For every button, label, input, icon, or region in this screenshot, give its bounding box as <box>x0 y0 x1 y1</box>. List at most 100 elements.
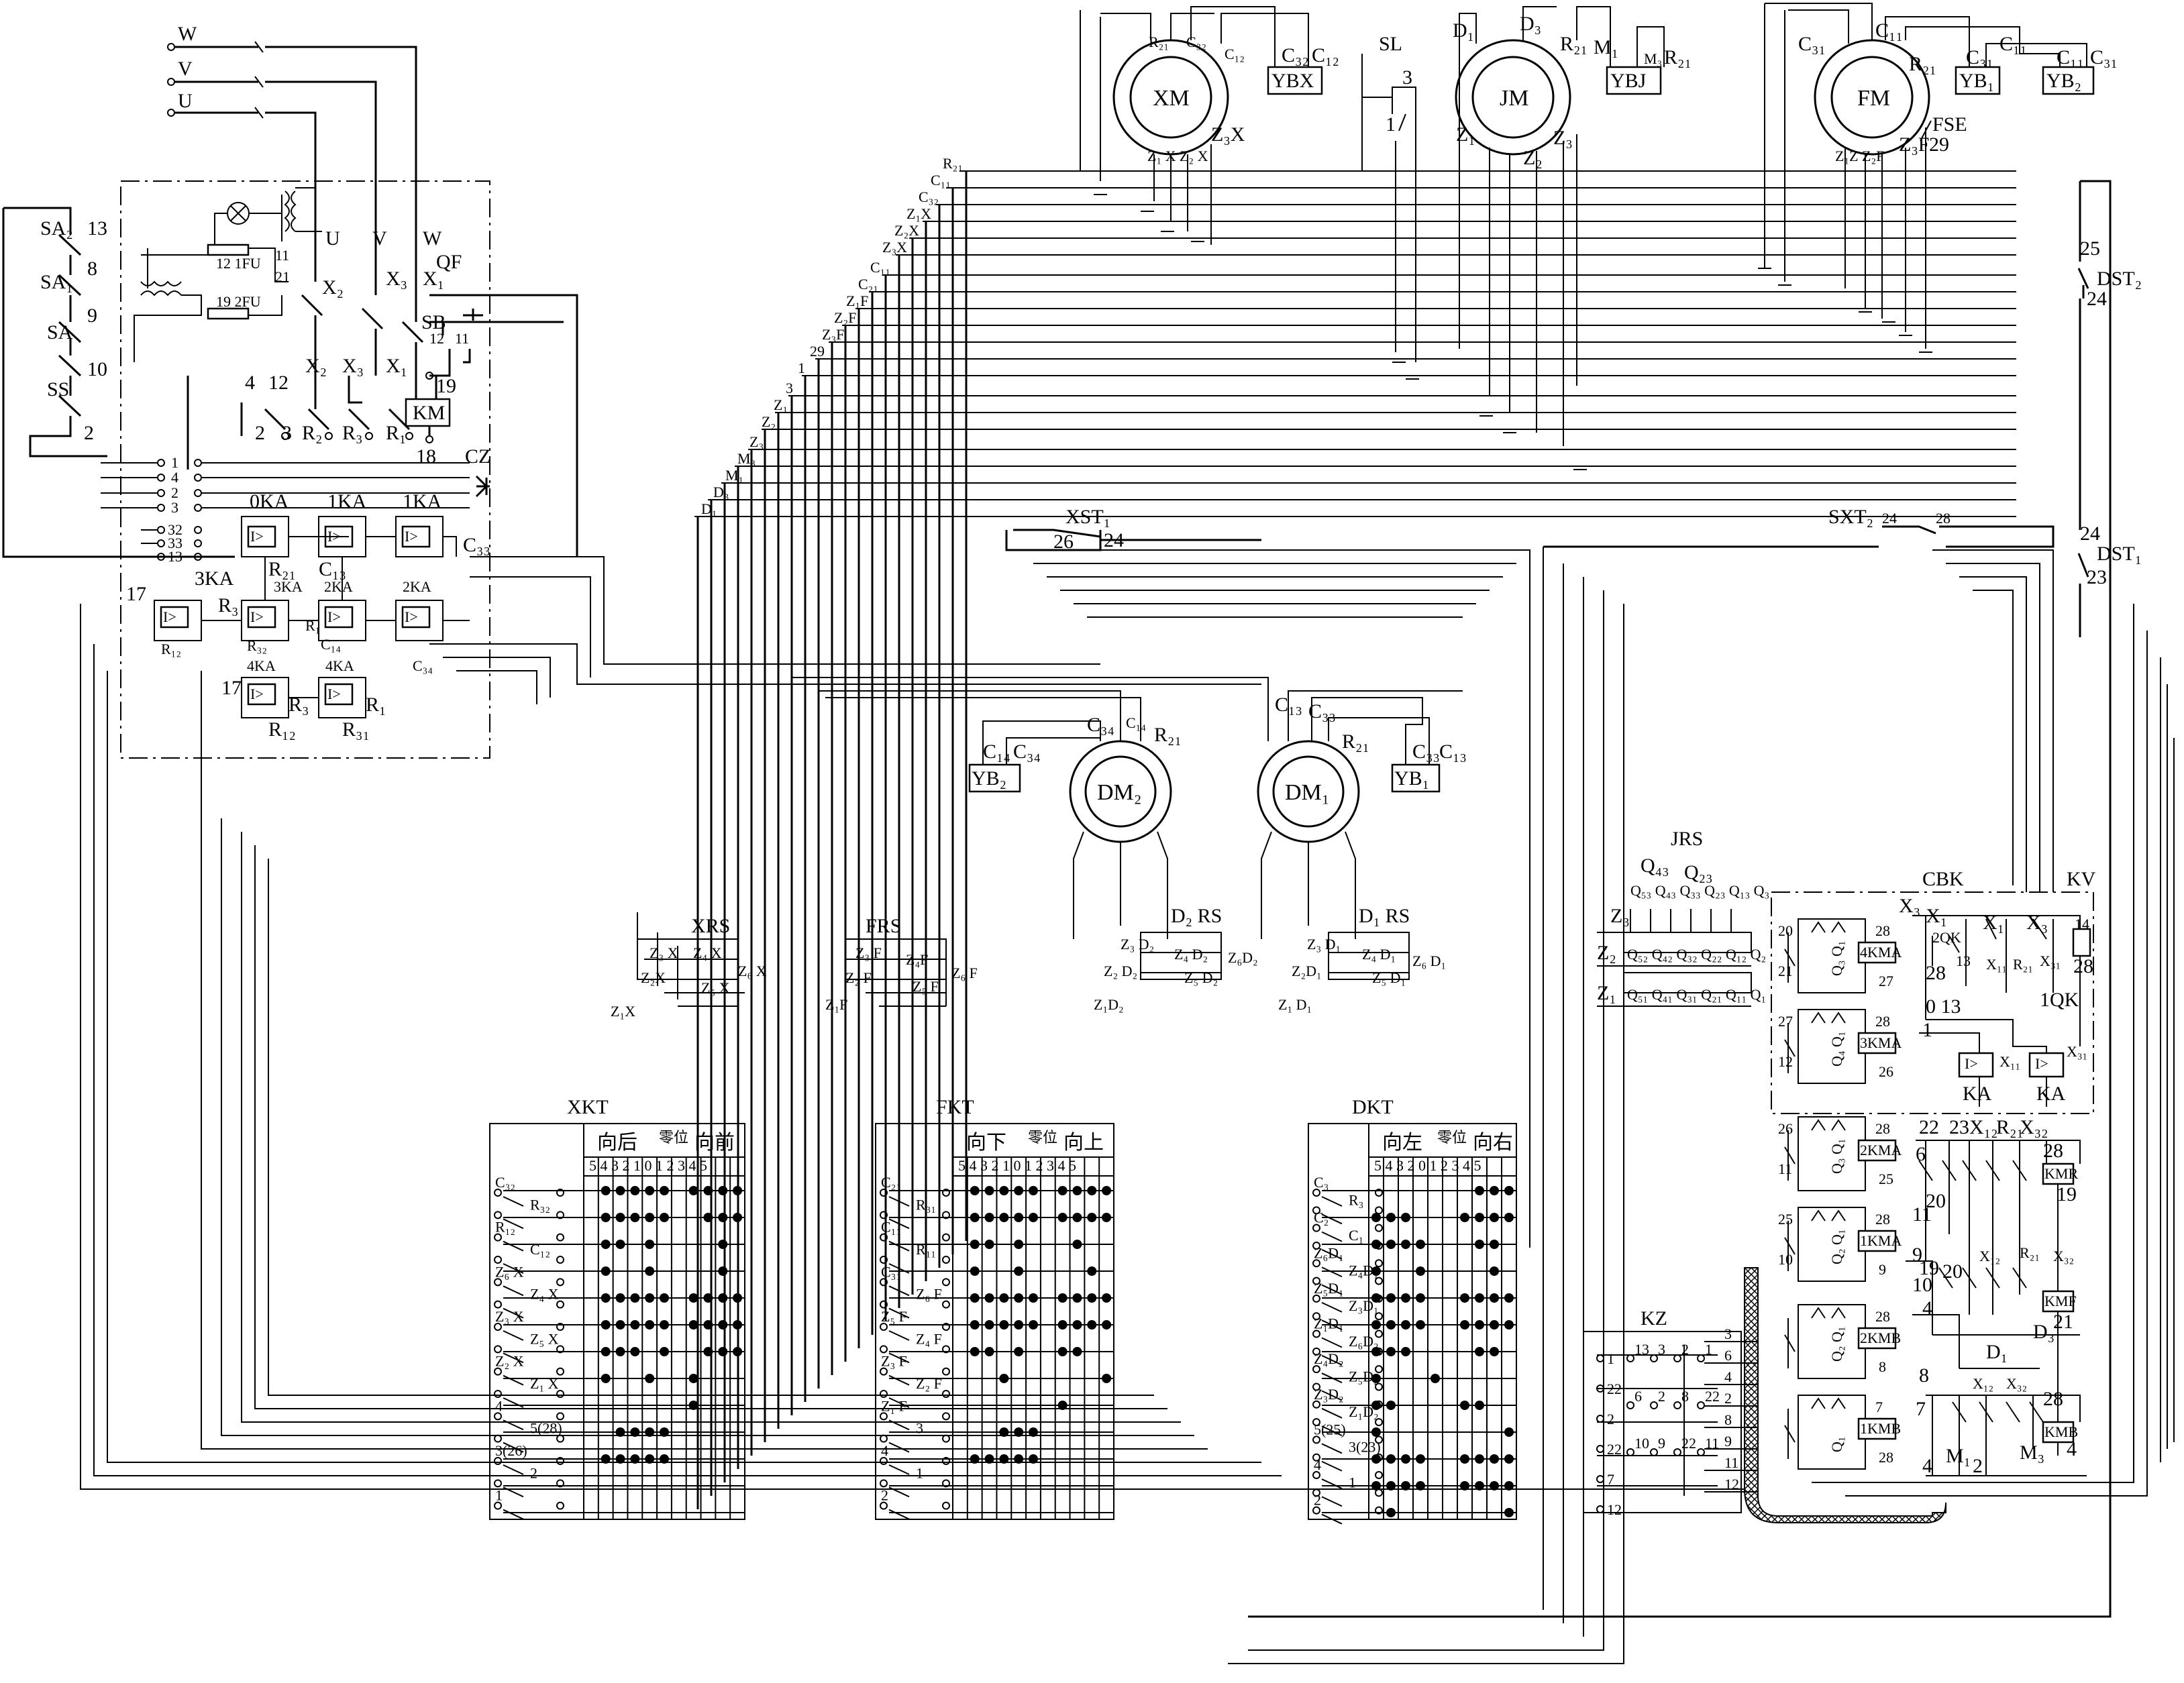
xkt-row-label-9: Z₁ X <box>530 1375 559 1392</box>
dkt-row-label-11: Z₅D₂ <box>1349 1368 1379 1385</box>
km-n19: 19 <box>436 375 456 397</box>
contactor-label-4: 2KMB <box>1860 1329 1901 1346</box>
sa1-label: SA₁ <box>40 271 73 293</box>
fm-z-labels: Z₁Z Z₂F <box>1835 148 1884 164</box>
contactor-right-bottom-4: 8 <box>1879 1358 1886 1375</box>
brake-yb2b-label: YB₂ <box>972 767 1006 790</box>
kz-right-pin-1: 6 <box>1724 1347 1732 1364</box>
bus-label-18: M₁ <box>725 467 743 484</box>
fkt-contact-dot <box>1072 1320 1082 1329</box>
fkt-zero-label: 零位 <box>1028 1129 1057 1146</box>
bus-label-1: C₁₁ <box>931 172 951 188</box>
bus-label-4: Z₂X <box>894 222 919 239</box>
dkt-row-label-0: C₃ <box>1314 1174 1329 1191</box>
ss-label: SS <box>47 378 69 400</box>
fkt-row-label-5: Z₆ F <box>916 1286 942 1303</box>
fkt-row-label-11: 3 <box>916 1420 923 1437</box>
fkt-contact-dot <box>970 1240 980 1249</box>
contactor-right-top-1: 28 <box>1875 1013 1890 1030</box>
bus-label-3: Z₁X <box>906 205 931 222</box>
xrs-title: XRS <box>691 915 730 937</box>
contactor-left-top-2: 26 <box>1778 1120 1793 1137</box>
dkt-row-label-8: Z₁D₁ <box>1314 1315 1344 1332</box>
cbk-m1: M₁ <box>1946 1445 1971 1467</box>
fkt-contact-dot <box>970 1454 980 1464</box>
fkt-title: FKT <box>936 1096 974 1118</box>
bus-label-14: Z₁ <box>774 396 788 413</box>
panel-r2: R₂ <box>302 422 322 444</box>
sa2-number: 13 <box>87 217 107 239</box>
dkt-contact-dot <box>1416 1481 1425 1490</box>
bus-label-7: C₂₁ <box>858 276 878 292</box>
phase-w-label: W <box>178 23 197 45</box>
bus-label-16: Z₃ <box>749 433 764 450</box>
cbk-8: 8 <box>1919 1364 1929 1387</box>
bus-label-17: M₃ <box>737 450 756 467</box>
jm-m3: M₃ <box>1644 50 1662 67</box>
dkt-contact-dot <box>1371 1374 1381 1383</box>
xkt-contact-dot <box>615 1186 625 1195</box>
fkt-contact-dot <box>1057 1401 1068 1410</box>
cbk-4b: 4 <box>1922 1455 1932 1477</box>
xkt-contact-dot <box>733 1293 743 1303</box>
contactor-left-bottom-2: 11 <box>1778 1160 1792 1177</box>
fkt-contact-dot <box>1072 1186 1082 1195</box>
contactor-left-top-0: 20 <box>1778 922 1793 939</box>
contactor-right-top-0: 28 <box>1875 922 1890 939</box>
motor-dm1-label: DM₁ <box>1285 780 1330 805</box>
xkt-position-numbers: 5 4 3 2 1 0 1 2 3 4 5 <box>589 1157 707 1174</box>
relay-c33: C₃₃ <box>463 534 490 556</box>
xkt-contact-dot <box>630 1293 640 1303</box>
fkt-row-label-12: 4 <box>881 1442 888 1459</box>
xkt-contact-dot <box>630 1213 640 1222</box>
controller-dkt: DKT向左向右零位5 4 3 2 0 1 2 3 4 5C₃R₃C₂C₁Z₆D₁… <box>1308 1096 1517 1525</box>
bus-label-20: D₁ <box>701 500 717 517</box>
limit-switches: 25 DST₂ 24 24 DST₁ 23 XST₁ 26 24 SXT₂ 24… <box>1005 180 2142 1618</box>
fkt-contact-dot <box>1014 1320 1024 1329</box>
dkt-row-label-9: Z₆D₂ <box>1349 1333 1379 1350</box>
relay-r12-b: R₁₂ <box>268 718 296 741</box>
km-coil-label: KM <box>413 402 445 424</box>
cbk-4: 4 <box>2067 1438 2077 1460</box>
relay-1ka-b-symbol: I> <box>405 528 418 545</box>
fkt-contact-dot <box>1057 1293 1068 1303</box>
fkt-left-label: 向下 <box>966 1132 1006 1154</box>
sa2-label: SA₂ <box>40 217 73 239</box>
dkt-contact-dot <box>1416 1454 1425 1464</box>
contactor-right-top-4: 28 <box>1875 1308 1890 1325</box>
dkt-contact-dot <box>1416 1266 1425 1276</box>
cbk-r21c: R₂₁ <box>2020 1244 2040 1261</box>
dst1-label: DST₁ <box>2097 543 2142 565</box>
xkt-contact-dot <box>660 1427 669 1437</box>
cbk-28c: 28 <box>2043 1388 2063 1410</box>
kz-mid-pin-9: 9 <box>1658 1435 1665 1452</box>
xkt-contact-dot <box>630 1186 640 1195</box>
dst2-24: 24 <box>2087 288 2107 310</box>
xkt-row-label-3: C₁₂ <box>530 1241 550 1258</box>
dkt-contact-dot <box>1475 1293 1484 1303</box>
fkt-position-numbers: 5 4 3 2 1 0 1 2 3 4 5 <box>958 1157 1076 1174</box>
motor-xm-label: XM <box>1153 86 1190 111</box>
dkt-contact-dot <box>1475 1213 1484 1222</box>
xkt-row-label-10: 4 <box>495 1397 503 1414</box>
qf-w-label: W <box>423 227 442 250</box>
xkt-contact-dot <box>615 1293 625 1303</box>
dkt-contact-dot <box>1401 1240 1410 1249</box>
brake-yb1b-label: YB₁ <box>1394 767 1429 790</box>
kz-mid-pin-11: 11 <box>1705 1435 1719 1452</box>
dkt-contact-dot <box>1460 1293 1469 1303</box>
relay-r3-b: R₃ <box>289 694 309 716</box>
ybx-c32: C₃₂ <box>1282 44 1309 66</box>
xrs-resistor: XRS Z₃ X Z₄ X Z₂X Z₅ X Z₆ X Z₁X <box>611 912 767 1020</box>
dm1-yc13: C₁₃ <box>1439 741 1467 763</box>
dkt-contact-dot <box>1386 1213 1396 1222</box>
dkt-row-label-2: C₂ <box>1314 1209 1329 1226</box>
xkt-contact-dot <box>718 1320 728 1329</box>
jm-r21: R₂₁ <box>1560 33 1588 55</box>
xkt-contact-dot <box>718 1213 728 1222</box>
xkt-contact-dot <box>645 1266 655 1276</box>
overcurrent-relays: 0KA 1KA 1KA I> I> I> C₃₃ R₂₁ C₁₃ 3KA 3KA… <box>126 490 490 741</box>
cbk-x11b: X₁₁ <box>1999 1053 2020 1070</box>
dm1-yc33: C₃₃ <box>1412 741 1440 763</box>
